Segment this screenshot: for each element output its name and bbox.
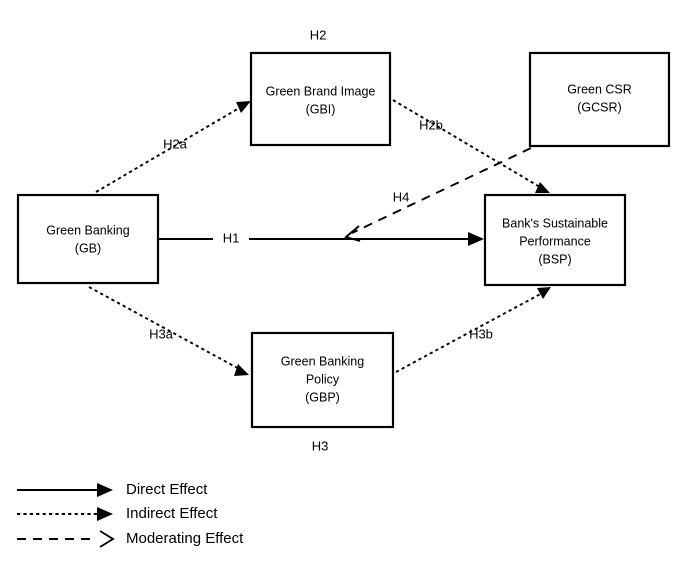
node-green-brand-image-line1: Green Brand Image (266, 84, 376, 98)
node-green-banking-line2: (GB) (75, 241, 101, 255)
node-green-banking-line1: Green Banking (46, 223, 129, 237)
edge-h1 (159, 232, 484, 246)
legend-item-indirect-effect: Indirect Effect (17, 505, 218, 522)
legend-direct-label: Direct Effect (126, 481, 208, 498)
hypothesis-label-h2: H2 (310, 27, 327, 42)
edge-h4 (344, 147, 532, 242)
node-green-csr-line1: Green CSR (567, 82, 632, 96)
node-gbp-line1: Green Banking (281, 354, 364, 368)
node-bsp-line2: Performance (519, 234, 591, 248)
edge-h2a (95, 101, 251, 193)
legend-moderating-arrowhead (99, 530, 115, 548)
legend-item-direct-effect: Direct Effect (17, 481, 208, 498)
legend-direct-arrowhead (97, 483, 113, 497)
node-green-brand-image-box (249, 51, 392, 147)
edge-h3a-arrowhead (234, 364, 249, 376)
legend: Direct Effect Indirect Effect Moderating… (17, 481, 244, 548)
edge-h2b-line (392, 99, 546, 191)
node-green-brand-image-line2: (GBI) (306, 102, 336, 116)
node-green-csr-line2: (GCSR) (577, 100, 621, 114)
node-green-brand-image: Green Brand Image (GBI) (249, 51, 392, 147)
hypothesis-label-h3a: H3a (149, 326, 174, 341)
node-green-banking-policy: Green Banking Policy (GBP) (250, 331, 395, 429)
node-green-banking-policy-box (250, 331, 395, 429)
legend-moderating-label: Moderating Effect (126, 530, 244, 547)
edge-h1-arrowhead (468, 232, 484, 246)
node-gbp-line2: Policy (306, 372, 340, 386)
edge-h3b-arrowhead (537, 287, 551, 299)
edge-h3b-line (395, 290, 547, 373)
hypothesis-label-h2a: H2a (163, 136, 188, 151)
hypothesis-label-h1-backdrop (213, 230, 249, 248)
node-green-csr-box (528, 51, 671, 148)
legend-item-moderating-effect: Moderating Effect (17, 530, 244, 548)
edge-h2b-arrowhead (535, 182, 550, 193)
hypothesis-label-h3b: H3b (469, 326, 493, 341)
node-green-banking-box (16, 193, 160, 285)
hypothesis-label-h4: H4 (393, 189, 410, 204)
edge-h3a (88, 286, 249, 376)
hypothesis-label-h2b: H2b (419, 117, 443, 132)
legend-indirect-label: Indirect Effect (126, 505, 218, 522)
node-gbp-line3: (GBP) (305, 390, 340, 404)
node-green-banking: Green Banking (GB) (16, 193, 160, 285)
edge-h4-line (351, 147, 532, 234)
hypothesis-label-h3: H3 (312, 438, 329, 453)
node-bsp-line1: Bank's Sustainable (502, 216, 608, 230)
hypothesis-label-h1: H1 (223, 230, 240, 245)
edge-h2b (392, 99, 550, 193)
node-bank-sustainable-performance-box (483, 193, 627, 287)
node-bank-sustainable-performance: Bank's Sustainable Performance (BSP) (483, 193, 627, 287)
node-bsp-line3: (BSP) (538, 252, 571, 266)
node-green-csr: Green CSR (GCSR) (528, 51, 671, 148)
edge-h3b (395, 287, 551, 373)
legend-indirect-arrowhead (97, 507, 113, 521)
edge-h4-arrowhead (344, 225, 361, 242)
edge-h2a-arrowhead (236, 101, 251, 113)
